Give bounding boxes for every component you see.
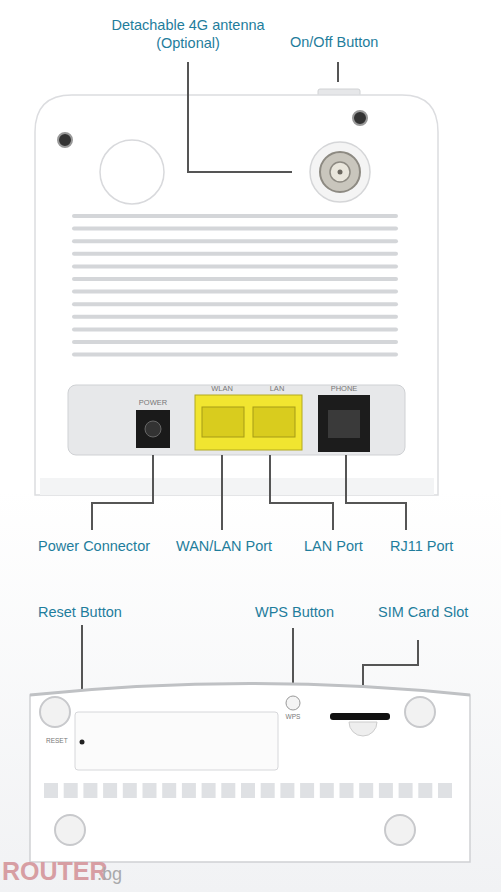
vent-slot xyxy=(280,783,294,798)
vent-slot xyxy=(418,783,432,798)
leader-line xyxy=(221,455,223,530)
port-marking: LAN xyxy=(270,384,285,393)
underside-edge xyxy=(30,684,470,696)
vent-slot xyxy=(72,353,398,357)
power-jack xyxy=(136,410,170,448)
vent-slot xyxy=(359,783,373,798)
watermark: .bg xyxy=(97,863,122,886)
vent-slot xyxy=(399,783,413,798)
leader-line xyxy=(337,62,339,82)
vent-slot xyxy=(202,783,216,798)
vent-group xyxy=(72,214,398,357)
button-marking: WPS xyxy=(286,713,301,721)
vent-slot xyxy=(123,783,137,798)
vent-slot xyxy=(72,302,398,306)
vent-slot xyxy=(241,783,255,798)
leader-line xyxy=(346,455,406,530)
label-panel xyxy=(75,712,278,770)
cover-cap xyxy=(100,140,164,204)
leader-line xyxy=(270,455,333,530)
vent-slot xyxy=(72,290,398,294)
screw-hole xyxy=(58,133,72,147)
callout-label: Detachable 4G antenna (Optional) xyxy=(93,16,283,52)
vent-slot xyxy=(182,783,196,798)
rubber-foot xyxy=(55,815,85,845)
wan-lan-socket xyxy=(202,407,244,437)
vent-slot xyxy=(300,783,314,798)
antenna-connector xyxy=(320,152,360,192)
antenna-pin xyxy=(338,170,343,175)
vent-slot xyxy=(72,264,398,268)
rubber-foot xyxy=(385,815,415,845)
port-panel xyxy=(68,385,405,455)
vent-slot xyxy=(72,252,398,256)
ethernet-ports xyxy=(195,395,302,450)
port-marking: PHONE xyxy=(331,384,358,393)
callout-label: LAN Port xyxy=(304,537,363,555)
vent-slot xyxy=(83,783,97,798)
callout-label: SIM Card Slot xyxy=(378,603,468,621)
sim-slot xyxy=(330,713,390,720)
vent-slot xyxy=(72,340,398,344)
phone-socket xyxy=(328,410,360,438)
callout-label: WPS Button xyxy=(255,603,334,621)
callout-label: Power Connector xyxy=(38,537,150,555)
lan-socket xyxy=(253,407,295,437)
router-body xyxy=(35,95,438,495)
callout-label: RJ11 Port xyxy=(390,537,453,555)
vent-slot xyxy=(103,783,117,798)
vent-slot xyxy=(438,783,452,798)
screw-hole xyxy=(353,111,367,125)
vent-slot xyxy=(72,315,398,319)
vent-slot xyxy=(143,783,157,798)
power-jack-hole xyxy=(145,421,161,437)
port-marking: POWER xyxy=(139,398,167,407)
vent-slot xyxy=(221,783,235,798)
vent-slot xyxy=(320,783,334,798)
rubber-foot xyxy=(405,697,435,727)
button-marking: RESET xyxy=(46,737,68,745)
vent-slot xyxy=(340,783,354,798)
vent-slot xyxy=(261,783,275,798)
sim-recess xyxy=(349,722,377,736)
antenna-connector-core xyxy=(330,162,350,182)
leader-lines xyxy=(82,62,418,718)
callout-label: On/Off Button xyxy=(290,33,378,51)
callout-label: WAN/LAN Port xyxy=(176,537,272,555)
vent-slot xyxy=(72,239,398,243)
antenna-mount xyxy=(310,142,370,202)
leader-line xyxy=(363,640,418,690)
vent-slot xyxy=(44,783,58,798)
phone-port xyxy=(318,395,370,452)
vent-slot xyxy=(162,783,176,798)
body-shadow xyxy=(40,478,434,495)
watermark: ROUTER xyxy=(2,856,108,887)
vent-slot xyxy=(72,227,398,231)
slot-group xyxy=(44,783,452,798)
router-underside xyxy=(30,684,470,863)
rubber-foot xyxy=(40,697,70,727)
vent-slot xyxy=(72,277,398,281)
vent-slot xyxy=(64,783,78,798)
wps-button xyxy=(286,696,300,710)
reset-hole xyxy=(80,740,85,745)
vent-slot xyxy=(379,783,393,798)
vent-slot xyxy=(72,327,398,331)
port-marking: WLAN xyxy=(211,384,233,393)
vent-slot xyxy=(72,214,398,218)
leader-line xyxy=(188,62,292,172)
leader-line xyxy=(92,455,153,530)
callout-label: Reset Button xyxy=(38,603,122,621)
